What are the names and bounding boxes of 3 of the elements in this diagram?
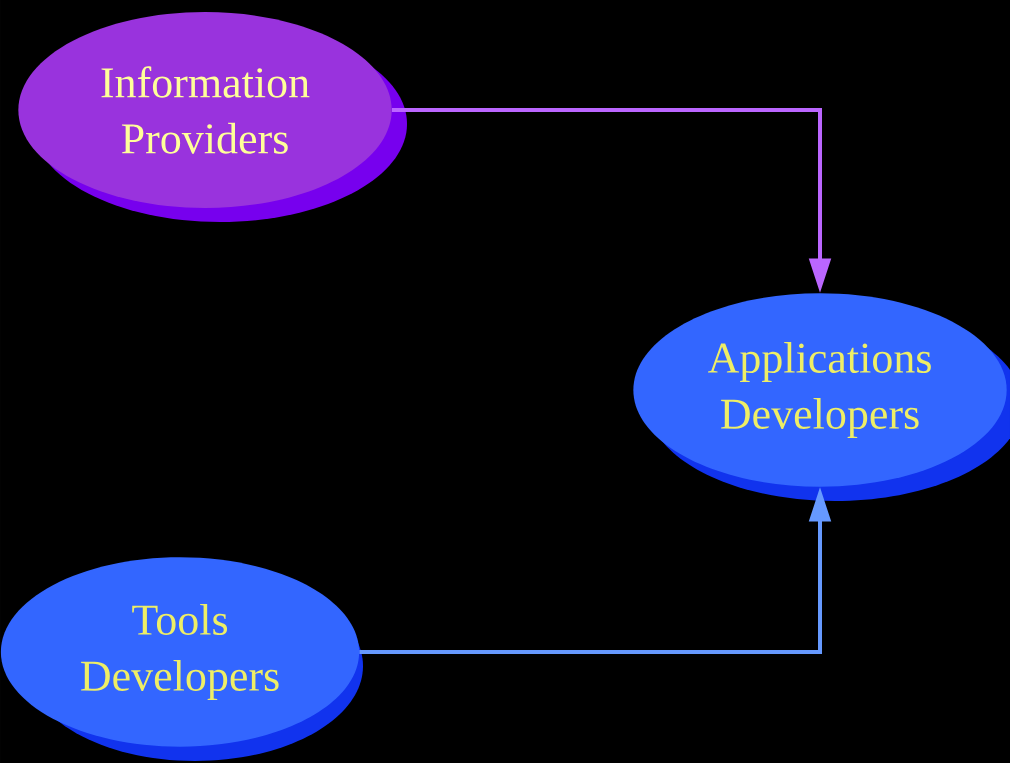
ellipse-node: Information Providers <box>18 12 407 222</box>
ellipse-node: Tools Developers <box>0 557 363 761</box>
ellipse-node: Applications Developers <box>633 293 1010 501</box>
